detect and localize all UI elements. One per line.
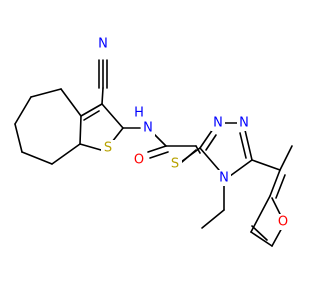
triazole-c3-n2-double <box>205 134 217 151</box>
amide-o-label: O <box>134 153 144 168</box>
ring7-bond-5 <box>21 151 53 165</box>
nitrile-to-ring-bond <box>101 87 104 105</box>
thiophene-s-c7a-bond <box>79 143 102 151</box>
thiophene-c3-c3a-double <box>83 110 100 121</box>
carbonyl-double-bond-a <box>147 145 167 153</box>
furan-o-label: O <box>278 215 288 230</box>
furan-c5-c4-double <box>251 225 268 241</box>
nh-to-carbonyl-bond <box>153 133 167 147</box>
atom-labels: N N H O S S N N N <box>96 36 290 230</box>
furan-c3-c2-double <box>275 174 286 199</box>
thioether-s-label: S <box>171 157 179 172</box>
ring7-bond-6 <box>51 143 81 165</box>
ring7-bond-3 <box>14 96 32 125</box>
amide-nh-atom: N H <box>133 106 155 136</box>
furan-c5-c4-bond <box>250 231 273 247</box>
furan-c3-c2-bond <box>269 169 281 197</box>
amide-h-label: H <box>134 106 144 121</box>
nitrile-n-atom: N <box>96 36 110 52</box>
triazole-n4-label: N <box>219 171 229 186</box>
molecule-structure-drawing: N N H O S S N N N <box>14 36 293 247</box>
amide-o-atom: O <box>132 152 146 168</box>
s-to-triazole-c3-bond <box>180 147 201 163</box>
triazole-n2-atom: N <box>211 115 225 131</box>
amide-n-label: N <box>143 121 153 136</box>
furan-o-atom: O <box>276 214 290 230</box>
ring7-bond-4 <box>14 123 23 153</box>
thioether-s-atom: S <box>168 156 182 172</box>
c5-to-furan-bond <box>251 159 281 171</box>
triazole-n4-atom: N <box>217 170 231 186</box>
bonds <box>14 59 293 247</box>
triazole-c3-n2-bond <box>199 128 214 149</box>
triazole-n2-label: N <box>213 116 223 131</box>
triazole-n1-atom: N <box>237 115 251 131</box>
triazole-n4-c3-bond <box>199 147 220 171</box>
thiophene-c3a-c7a-bond <box>79 115 82 145</box>
thiophene-c3-c3a-bond <box>80 103 103 117</box>
thiophene-c3-c2-bond <box>101 103 124 129</box>
ring7-bond-2 <box>30 88 62 98</box>
ethyl-ch2-ch3-bond <box>201 209 225 229</box>
ring7-bond-1 <box>60 88 82 117</box>
nitrile-n-label: N <box>98 37 108 52</box>
molecule-structure-canvas: N N H O S S N N N <box>14 36 293 247</box>
triazole-n1-label: N <box>239 116 249 131</box>
thiophene-s-atom: S <box>101 140 115 156</box>
triazole-n1-c5-double <box>239 132 247 159</box>
furan-c4-c3-bond <box>250 195 271 233</box>
furan-methyl-bond <box>279 145 293 171</box>
thiophene-s-label: S <box>104 141 112 156</box>
triazole-c5-n4-bond <box>229 159 253 177</box>
carbonyl-double-bond-b <box>149 151 169 159</box>
triazole-n1-c5-bond <box>244 129 253 161</box>
thiophene-c2-s-bond <box>111 127 124 143</box>
